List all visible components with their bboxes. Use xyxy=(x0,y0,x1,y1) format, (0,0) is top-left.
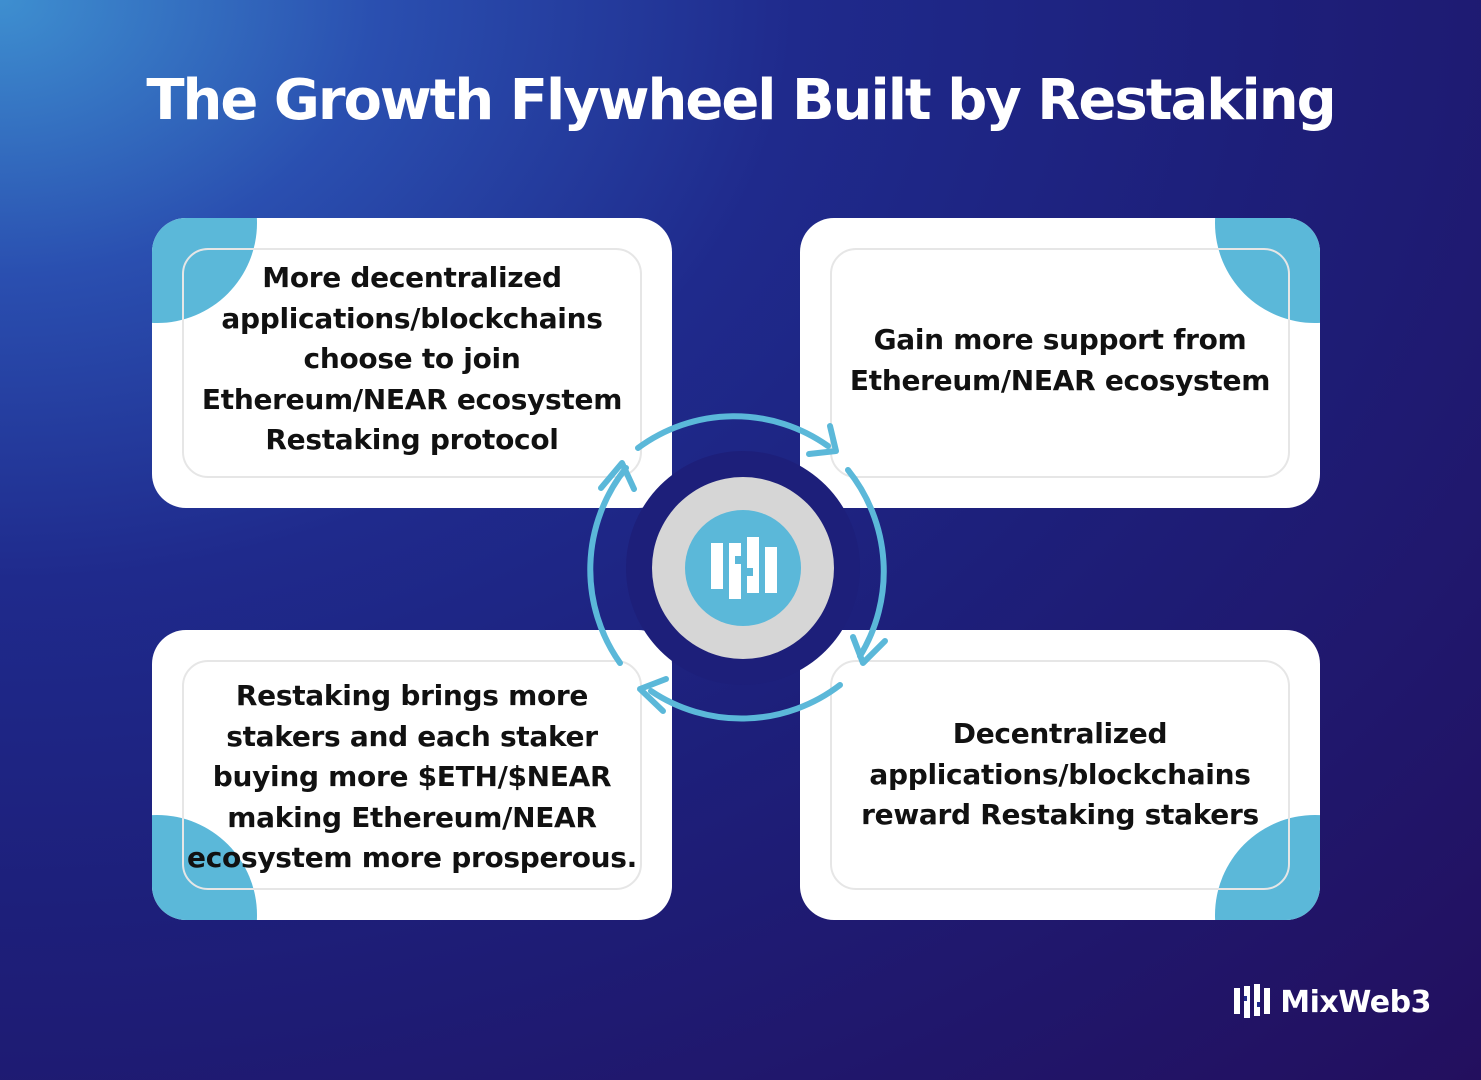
card-inner-border xyxy=(182,660,642,890)
mixweb3-logo-icon xyxy=(1234,984,1271,1018)
cycle-arc-top xyxy=(635,413,831,451)
flywheel-cycle-diagram xyxy=(587,413,888,722)
center-logo-disc xyxy=(685,510,801,626)
cycle-arc-left xyxy=(587,465,629,666)
page-title: The Growth Flywheel Built by Restaking xyxy=(146,68,1336,133)
flywheel-step-card-1: More decentralized applications/blockcha… xyxy=(152,218,672,508)
arrow-left-icon xyxy=(637,676,669,714)
card-inner-border xyxy=(830,660,1290,890)
brand-name: MixWeb3 xyxy=(1280,984,1431,1020)
flywheel-step-card-2: Gain more support from Ethereum/NEAR eco… xyxy=(800,218,1320,508)
card-inner-border xyxy=(830,248,1290,478)
cycle-arc-right xyxy=(845,467,887,659)
card-inner-border xyxy=(182,248,642,478)
card-text: More decentralized applications/blockcha… xyxy=(201,261,623,456)
arrow-right-icon xyxy=(806,423,839,457)
flywheel-step-card-4: Decentralized applications/blockchains r… xyxy=(800,630,1320,920)
cycle-arc-bottom xyxy=(648,682,843,722)
brand-watermark: MixWeb3 xyxy=(1232,982,1431,1022)
arrow-up-icon xyxy=(598,460,637,492)
flywheel-step-card-3: Restaking brings more stakers and each s… xyxy=(152,630,672,920)
arrow-down-icon xyxy=(850,634,888,666)
card-text: Gain more support from Ethereum/NEAR eco… xyxy=(849,323,1271,397)
card-text: Decentralized applications/blockchains r… xyxy=(861,717,1259,831)
mixweb3-logo-icon xyxy=(711,537,777,599)
card-text: Restaking brings more stakers and each s… xyxy=(187,679,637,874)
